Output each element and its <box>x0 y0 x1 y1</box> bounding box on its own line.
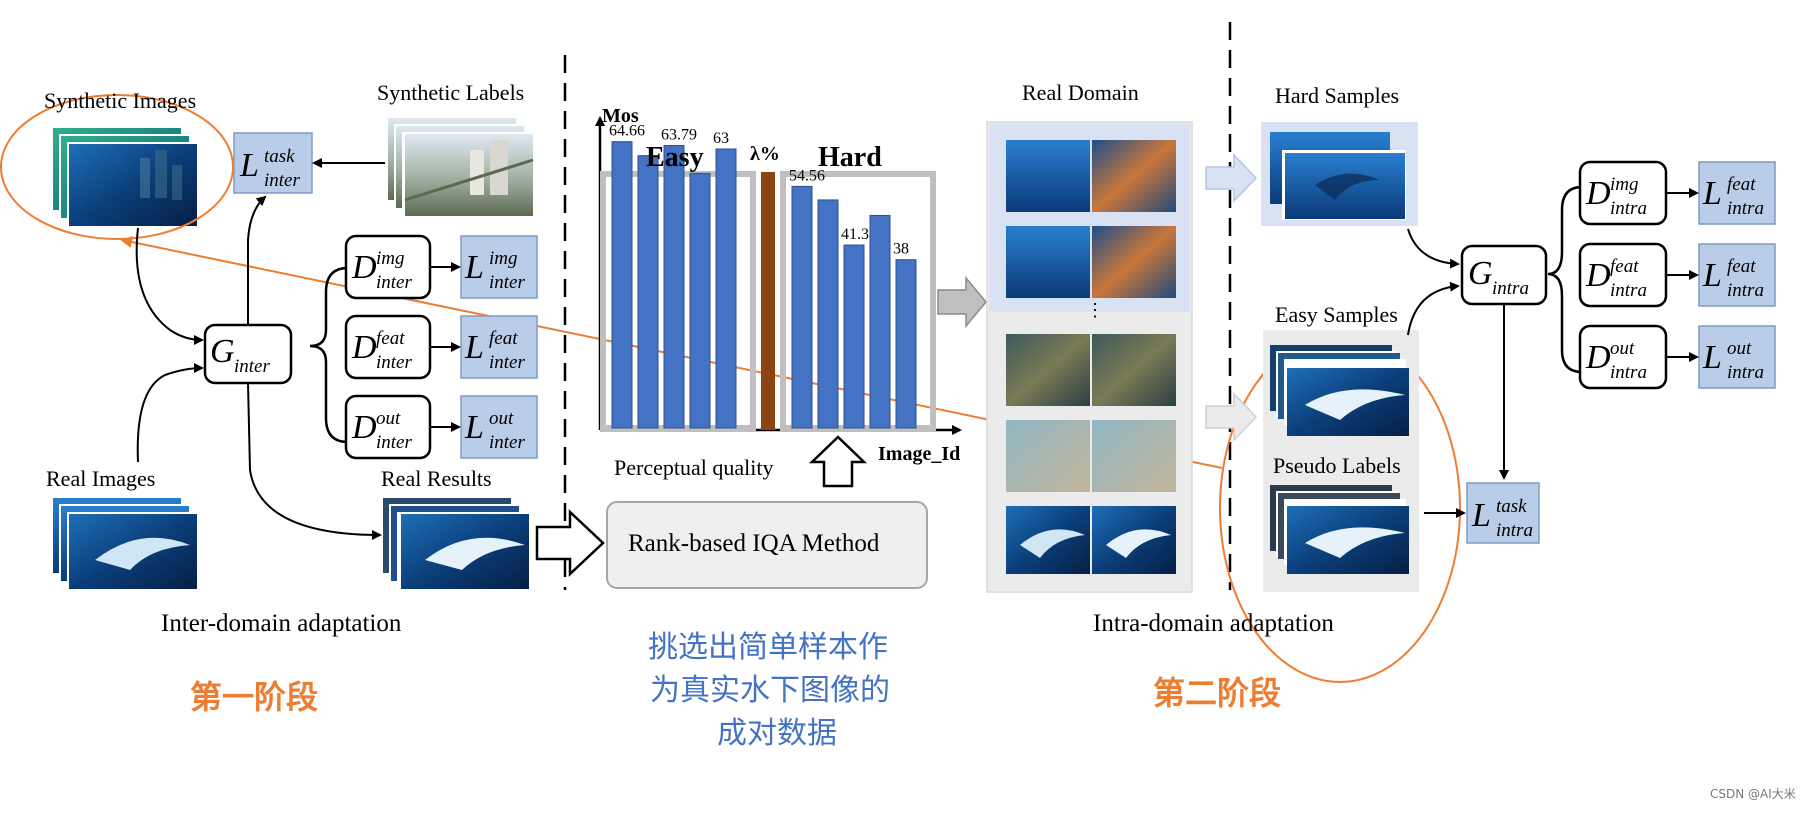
arrow-g-to-loss <box>247 195 267 325</box>
bar-label-hard-4: 38 <box>893 241 909 258</box>
bar-easy-0 <box>611 141 633 429</box>
l-intra-box-1 <box>1698 243 1776 307</box>
bar-easy-1 <box>637 155 659 429</box>
bar-hard-1 <box>817 199 839 429</box>
rank-iqa-box <box>606 501 928 589</box>
group-title-hard: Hard <box>818 142 882 173</box>
real-results-label: Real Results <box>381 466 492 491</box>
real-domain-label: Real Domain <box>1022 80 1139 105</box>
bar-label-easy-2: 63.79 <box>661 127 697 144</box>
arrow-easy-to-g-intra <box>1407 281 1460 336</box>
arrow-g-to-results <box>247 382 382 540</box>
intra-domain-caption: Intra-domain adaptation <box>1093 610 1334 637</box>
threshold-divider <box>761 172 775 430</box>
real-results-stack <box>383 498 529 589</box>
real-images-label: Real Images <box>46 466 156 491</box>
bar-easy-2 <box>663 145 685 429</box>
arrow-to-hard-samples <box>1205 153 1258 203</box>
brace-inter <box>309 266 349 444</box>
l-inter-box-2 <box>460 395 538 459</box>
note-line-2: 成对数据 <box>717 716 837 751</box>
hard-samples-label: Hard Samples <box>1275 83 1400 108</box>
bar-label-hard-2: 41.31 <box>841 226 877 243</box>
y-axis-label: Mos <box>602 105 639 127</box>
arrow-real-to-g <box>136 363 204 463</box>
bar-label-easy-0: 64.66 <box>609 123 645 140</box>
bar-hard-0 <box>791 185 813 429</box>
generator-intra-label: Gintra <box>1468 255 1529 299</box>
bar-easy-4 <box>715 148 737 429</box>
arrow-to-easy-samples <box>1205 392 1258 442</box>
easy-samples-label: Easy Samples <box>1275 302 1398 327</box>
bar-label-hard-0: 54.56 <box>789 167 825 184</box>
bar-hard-4 <box>895 259 917 429</box>
pseudo-labels-images <box>1270 485 1409 574</box>
real-domain-ellipsis: ⋮ <box>1086 300 1104 320</box>
pseudo-labels-label: Pseudo Labels <box>1273 453 1401 478</box>
real-images-stack <box>53 498 197 589</box>
synthetic-labels-label: Synthetic Labels <box>377 80 525 105</box>
loss-task-intra-box <box>1466 482 1540 544</box>
generator-inter-label: Ginter <box>210 333 270 377</box>
loss-task-inter-box <box>233 132 313 194</box>
synthetic-images-stack <box>53 128 197 226</box>
synthetic-labels-stack <box>388 118 534 216</box>
bar-hard-2 <box>843 244 865 429</box>
highlight-ellipse-left <box>0 94 234 240</box>
l-inter-box-0 <box>460 235 538 299</box>
inter-domain-caption: Inter-domain adaptation <box>161 610 402 637</box>
hollow-arrow-up <box>808 435 868 488</box>
arrow-hard-to-g-intra <box>1407 228 1460 269</box>
rank-iqa-label: Rank-based IQA Method <box>628 530 880 557</box>
perceptual-quality-label: Perceptual quality <box>614 455 774 480</box>
threshold-label: λ% <box>750 143 780 165</box>
synthetic-images-label: Synthetic Images <box>44 88 197 113</box>
stage-two-label: 第二阶段 <box>1153 674 1282 712</box>
easy-samples-images <box>1270 345 1409 436</box>
l-inter-box-1 <box>460 315 538 379</box>
bar-hard-3 <box>869 214 891 429</box>
arrow-synth-to-g <box>135 227 204 345</box>
bar-label-easy-4: 63 <box>713 130 729 147</box>
bar-easy-3 <box>689 172 711 429</box>
l-intra-box-2 <box>1698 325 1776 389</box>
watermark: CSDN @AI大米 <box>1710 787 1796 801</box>
hollow-arrow-results-to-iqa <box>535 509 605 577</box>
real-domain-images <box>1006 140 1176 574</box>
stage-one-label: 第一阶段 <box>190 678 319 716</box>
l-intra-box-0 <box>1698 161 1776 225</box>
gray-arrow-to-real-domain <box>937 275 987 329</box>
x-axis-label: Image_Id <box>878 443 960 465</box>
brace-intra <box>1547 185 1583 374</box>
group-title-easy: Easy <box>646 142 704 173</box>
note-line-1: 为真实水下图像的 <box>650 673 890 708</box>
note-line-0: 挑选出简单样本作 <box>648 630 888 665</box>
